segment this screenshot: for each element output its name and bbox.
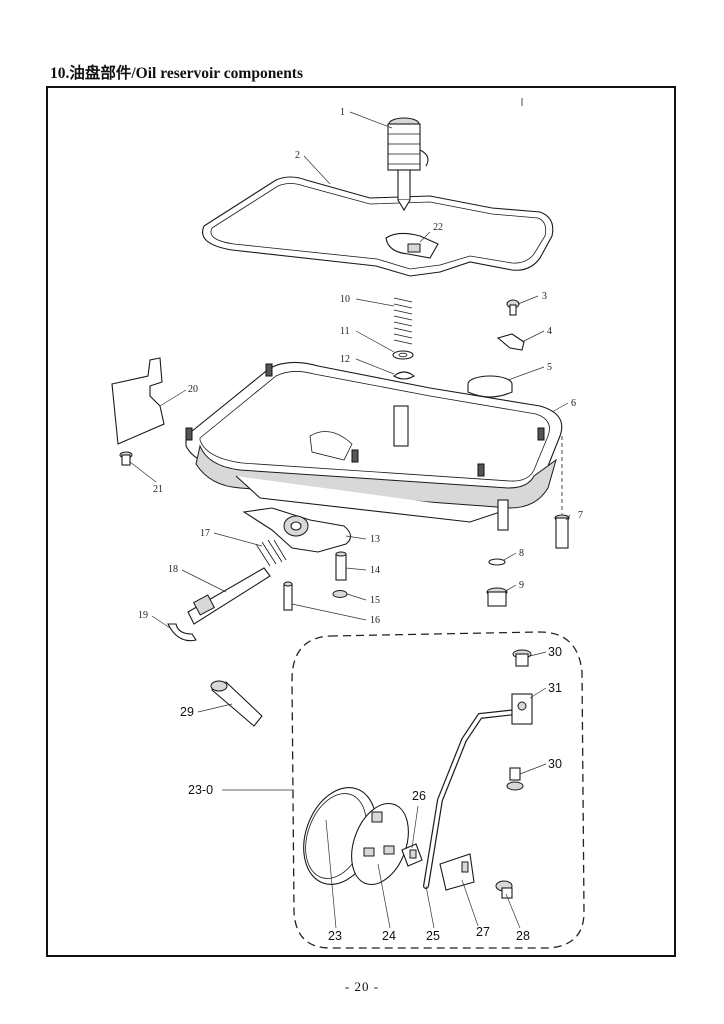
label-part-31: 31 xyxy=(548,681,562,695)
drain-plug-part-9 xyxy=(486,587,508,607)
page-number: - 20 - xyxy=(344,979,380,994)
pin-part-16 xyxy=(283,581,293,611)
label-part-23: 23 xyxy=(328,929,342,943)
block-part-31 xyxy=(511,693,533,725)
oil-pan-part xyxy=(185,361,563,531)
label-part-10: 10 xyxy=(340,294,350,305)
label-part-19: 19 xyxy=(138,610,148,621)
label-part-6: 6 xyxy=(571,398,576,409)
label-part-9: 9 xyxy=(519,580,524,591)
gasket-part xyxy=(202,176,554,277)
retaining-ring-part xyxy=(393,371,415,380)
label-part-4: 4 xyxy=(547,326,552,337)
screw-part-28 xyxy=(495,880,513,899)
o-ring-part-8 xyxy=(488,558,506,566)
label-part-3: 3 xyxy=(542,291,547,302)
label-part-25: 25 xyxy=(426,929,440,943)
screw-part-3 xyxy=(506,299,520,316)
oil-pump-part xyxy=(387,117,429,212)
assembly-dashed-outline xyxy=(291,631,585,949)
spring-part xyxy=(393,297,413,345)
label-part-8: 8 xyxy=(519,548,524,559)
plate-part-20 xyxy=(111,357,165,445)
linkage-part-13 xyxy=(242,507,352,553)
bracket-part-4 xyxy=(496,333,525,351)
screw-part-30-lower xyxy=(506,767,524,791)
bolt-part-7 xyxy=(554,514,570,549)
pin-part-14 xyxy=(335,551,347,581)
shaft-part-29 xyxy=(210,680,263,727)
cover-disc-part-5 xyxy=(467,375,513,398)
screw-part-30-top xyxy=(512,649,532,667)
label-part-28: 28 xyxy=(516,929,530,943)
label-part-20: 20 xyxy=(188,384,198,395)
label-part-11: 11 xyxy=(340,326,350,337)
washer-part xyxy=(392,350,414,360)
clip-part xyxy=(385,232,439,259)
spring-part-17 xyxy=(255,539,287,567)
shaft-part-18 xyxy=(187,567,271,625)
label-part-13: 13 xyxy=(370,534,380,545)
label-assembly-23-0: 23-0 xyxy=(188,783,213,797)
nozzle-part-26 xyxy=(401,843,423,867)
label-part-5: 5 xyxy=(547,362,552,373)
screw-part-21 xyxy=(119,451,133,466)
label-part-26: 26 xyxy=(412,789,426,803)
nut-part-15 xyxy=(332,590,348,598)
label-part-30-lower: 30 xyxy=(548,757,562,771)
label-part-14: 14 xyxy=(370,565,380,576)
label-part-21: 21 xyxy=(153,484,163,495)
e-ring-part-19 xyxy=(167,623,197,642)
label-part-24: 24 xyxy=(382,929,396,943)
label-part-12: 12 xyxy=(340,354,350,365)
label-part-15: 15 xyxy=(370,595,380,606)
page-title: 10.油盘部件/Oil reservoir components xyxy=(50,65,304,82)
leader-lines xyxy=(129,111,571,929)
label-part-27: 27 xyxy=(476,925,490,939)
diagram-frame xyxy=(46,86,676,957)
label-part-22: 22 xyxy=(433,222,443,233)
label-part-29: 29 xyxy=(180,705,194,719)
bracket-part-27 xyxy=(439,853,475,891)
label-part-18: 18 xyxy=(168,564,178,575)
label-part-30-top: 30 xyxy=(548,645,562,659)
label-part-2: 2 xyxy=(295,150,300,161)
label-part-1: 1 xyxy=(340,107,345,118)
label-part-7: 7 xyxy=(578,510,583,521)
label-part-17: 17 xyxy=(200,528,210,539)
label-part-16: 16 xyxy=(370,615,380,626)
